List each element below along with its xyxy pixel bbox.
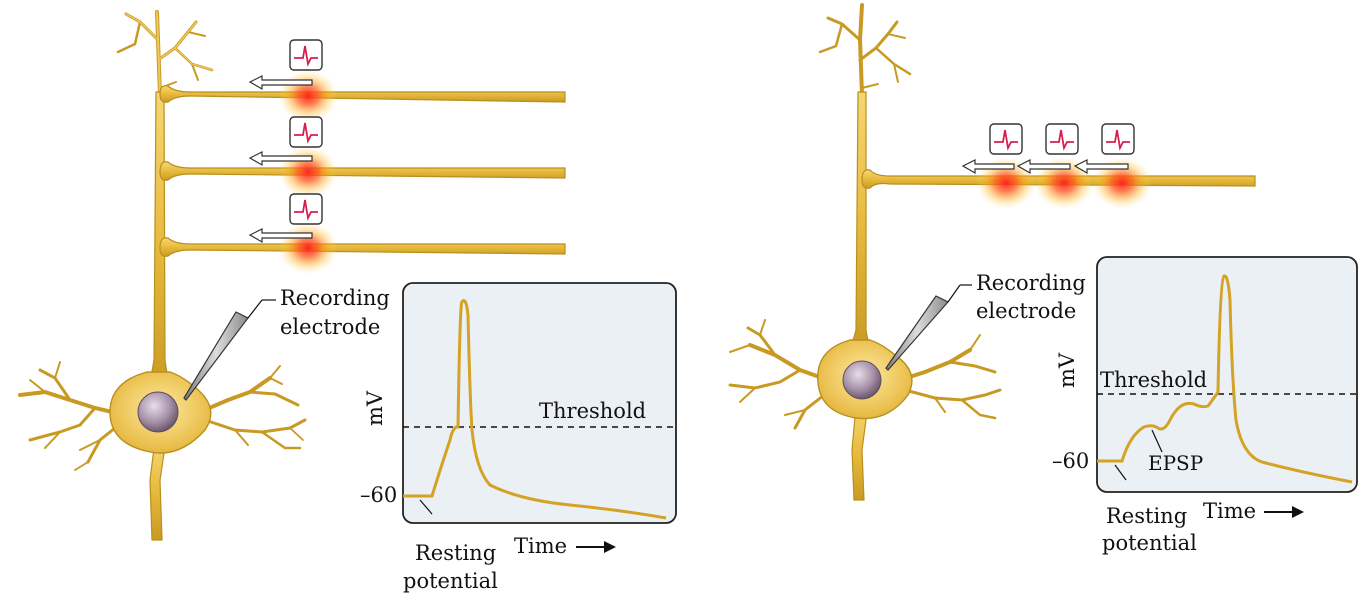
- panel-a-spike-icon-2: [289, 116, 323, 148]
- panel-a-axon-2: [159, 161, 566, 181]
- panel-b-glow-3: [1092, 157, 1152, 209]
- panel-a-basal-dendrites-left: [18, 361, 127, 471]
- panel-b-basal-dendrites-left: [728, 319, 830, 430]
- panel-a-y-axis-label: mV: [363, 390, 387, 426]
- panel-a-arrow-3: [248, 228, 313, 244]
- panel-a: Recording electrode Threshold mV –60 Res…: [18, 10, 677, 593]
- panel-b-resting-label-line1: Resting: [1106, 504, 1187, 528]
- panel-b-arrow-2: [1016, 159, 1071, 175]
- panel-b-y-axis-label: mV: [1055, 352, 1079, 388]
- panel-a-electrode-label-line1: Recording: [280, 286, 390, 310]
- panel-b-glow-1: [976, 157, 1036, 209]
- panel-a-basal-dendrites-right: [198, 365, 307, 450]
- panel-a-arrow-2: [248, 151, 313, 167]
- panel-a-resting-label-line2: potential: [403, 569, 498, 593]
- panel-b: Recording electrode Threshold mV –60 EPS…: [728, 3, 1358, 555]
- panel-b-threshold-label: Threshold: [1100, 368, 1207, 392]
- panel-a-trace: [403, 299, 667, 520]
- panel-a-electrode-label-line2: electrode: [280, 315, 380, 339]
- panel-b-apical-trunk: [846, 91, 876, 353]
- panel-b-epsp-label: EPSP: [1148, 451, 1203, 475]
- panel-a-glow-2: [278, 146, 338, 198]
- panel-a-lower-process: [149, 439, 167, 541]
- panel-b-recording-electrode: [885, 284, 972, 371]
- panel-a-time-label: Time: [514, 534, 567, 558]
- panel-b-lower-process: [851, 404, 869, 501]
- panel-b-graph: Threshold mV –60 EPSP Resting potential …: [1052, 256, 1358, 555]
- panel-b-time-label: Time: [1203, 499, 1256, 523]
- panel-b-arrow-3: [1073, 159, 1129, 175]
- panel-a-threshold-label: Threshold: [539, 399, 646, 423]
- panel-a-graph: Threshold mV –60 Resting potential Time: [360, 282, 677, 593]
- panel-a-axon-1: [159, 85, 566, 103]
- panel-a-axon-3: [159, 237, 566, 257]
- panel-b-spike-icon-1: [989, 123, 1023, 155]
- panel-a-glow-3: [278, 222, 338, 274]
- panel-b-arrow-1: [961, 159, 1015, 175]
- panel-b-spike-icon-3: [1101, 123, 1135, 155]
- panel-b-electrode-label-line2: electrode: [976, 299, 1076, 323]
- panel-b-spike-icon-2: [1045, 123, 1079, 155]
- panel-a-resting-label-line1: Resting: [415, 541, 496, 565]
- panel-a-graph-frame: [402, 282, 677, 524]
- panel-a-nucleus: [137, 391, 179, 433]
- panel-a-time-arrow: [576, 541, 616, 553]
- panel-a-arrow-1: [248, 75, 313, 91]
- panel-a-recording-electrode: [183, 299, 276, 401]
- panel-b-apical-dendrites: [818, 3, 912, 97]
- panel-a-spike-icon-1: [289, 39, 323, 71]
- panel-b-graph-frame: [1096, 256, 1358, 493]
- panel-b-resting-label-line2: potential: [1102, 531, 1197, 555]
- panel-b-nucleus: [842, 360, 882, 400]
- panel-b-time-arrow: [1264, 506, 1304, 518]
- panel-b-electrode-label-line1: Recording: [976, 271, 1086, 295]
- panel-b-resting-value: –60: [1052, 449, 1089, 473]
- panel-b-basal-dendrites-right: [898, 334, 1002, 420]
- panel-a-glow-1: [278, 70, 338, 122]
- panel-b-trace: [1097, 274, 1353, 484]
- panel-a-apical-dendrites: [116, 10, 214, 97]
- panel-a-spike-icon-3: [289, 193, 323, 225]
- panel-a-resting-value: –60: [360, 483, 397, 507]
- panel-b-glow-2: [1034, 157, 1094, 209]
